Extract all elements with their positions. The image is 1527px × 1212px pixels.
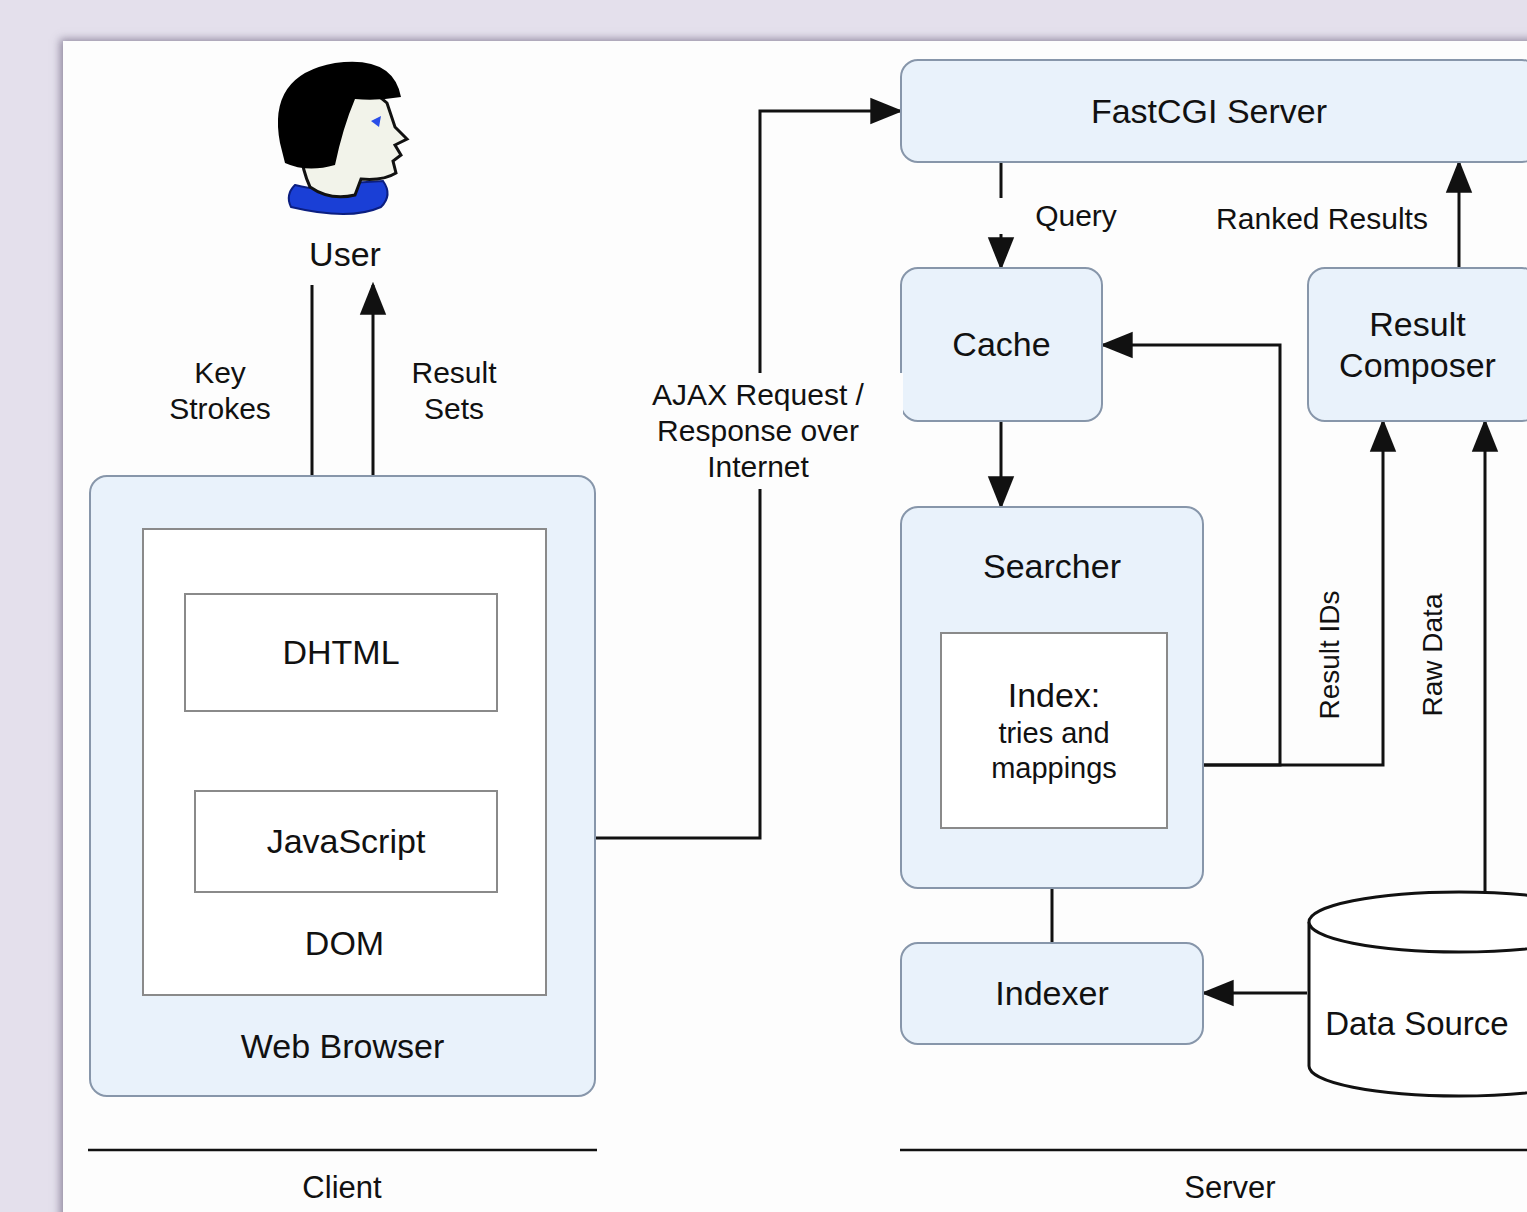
node-title: DHTML bbox=[282, 632, 399, 673]
edge-label: Query bbox=[943, 198, 1209, 234]
user-actor: User bbox=[255, 55, 435, 285]
user-icon bbox=[255, 55, 435, 285]
edge-label: Result Sets bbox=[391, 355, 517, 427]
dom-box: DOM DHTML JavaScript bbox=[142, 528, 547, 996]
browser-box: Web Browser DOM DHTML JavaScript bbox=[89, 475, 596, 1097]
node-title: JavaScript bbox=[267, 821, 426, 862]
server-rule bbox=[900, 1149, 1527, 1152]
connector-arrow bbox=[1458, 163, 1461, 267]
section-label: Server bbox=[1184, 1169, 1275, 1206]
node-title: FastCGI Server bbox=[1091, 91, 1327, 132]
node-title: Web Browser bbox=[241, 1026, 444, 1067]
cache-box: Cache bbox=[900, 267, 1103, 422]
javascript-box: JavaScript bbox=[194, 790, 498, 893]
edge-label: Ranked Results bbox=[1189, 201, 1455, 237]
server-box: FastCGI Server bbox=[900, 59, 1527, 163]
connector-arrow bbox=[1204, 422, 1383, 765]
dhtml-box: DHTML bbox=[184, 593, 498, 712]
text-holder: FastCGI Server bbox=[902, 61, 1527, 161]
edge-label: AJAX Request / Response over Internet bbox=[613, 373, 903, 489]
cylinder-outline bbox=[1307, 890, 1527, 1098]
indexer-box: Indexer bbox=[900, 942, 1204, 1045]
text-holder: Index:tries and mappings bbox=[942, 634, 1166, 827]
composer-box: Result Composer bbox=[1307, 267, 1527, 422]
edge-label: Result IDs bbox=[1313, 587, 1347, 722]
text-holder: Data Source bbox=[1307, 890, 1527, 1098]
node-title: DOM bbox=[305, 923, 384, 964]
text-holder: User bbox=[255, 55, 435, 285]
node-title: User bbox=[309, 234, 381, 275]
text-holder: JavaScript bbox=[196, 792, 496, 891]
connector-arrow bbox=[1484, 422, 1487, 894]
node-body: tries and mappings bbox=[950, 716, 1158, 786]
index-box: Index:tries and mappings bbox=[940, 632, 1168, 829]
searcher-box: SearcherIndex:tries and mappings bbox=[900, 506, 1204, 889]
connector-arrow bbox=[1000, 422, 1003, 506]
section-label: Client bbox=[302, 1169, 381, 1206]
edge-label: Raw Data bbox=[1416, 591, 1450, 720]
node-title: Data Source bbox=[1325, 1004, 1508, 1044]
text-holder: Cache bbox=[902, 269, 1101, 420]
text-holder: DHTML bbox=[186, 595, 496, 710]
text-holder: Result Composer bbox=[1309, 269, 1527, 420]
connector-arrow bbox=[1204, 992, 1307, 995]
node-title: Result Composer bbox=[1315, 304, 1520, 386]
client-rule bbox=[88, 1149, 597, 1152]
node-title: Cache bbox=[952, 324, 1050, 365]
node-title: Index: bbox=[1008, 675, 1101, 716]
text-holder: Indexer bbox=[902, 944, 1202, 1043]
node-title: Indexer bbox=[995, 973, 1108, 1014]
edge-label: Key Strokes bbox=[157, 355, 283, 427]
database-cylinder: Data Source bbox=[1307, 890, 1527, 1098]
node-title: Searcher bbox=[983, 546, 1121, 587]
